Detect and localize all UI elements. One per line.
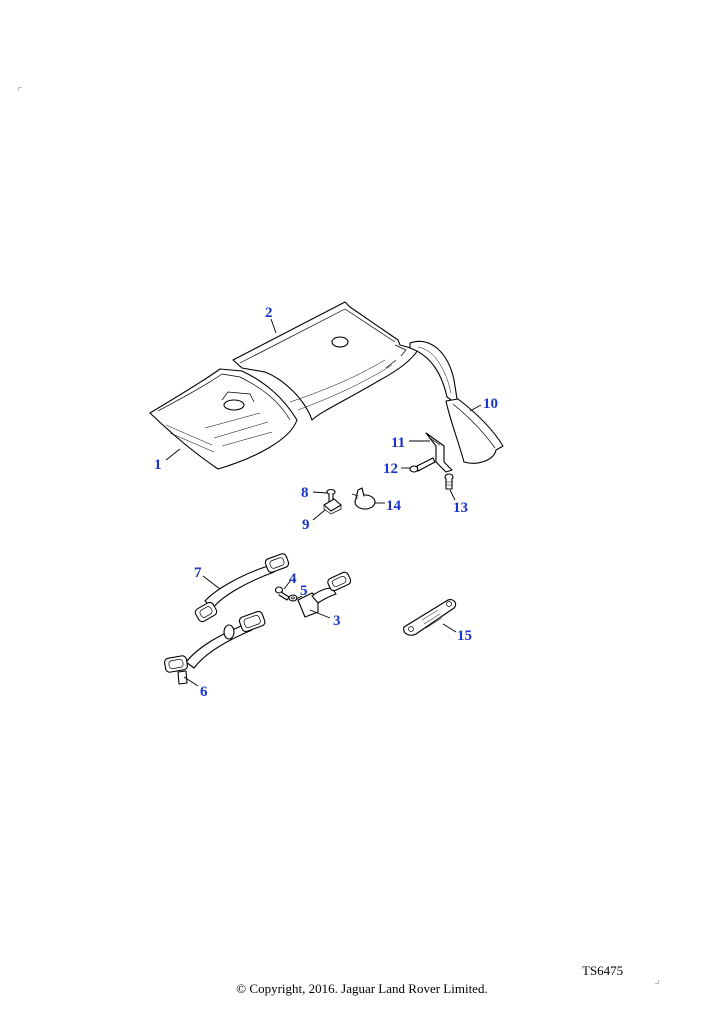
screw-4 [274, 586, 290, 601]
callout-5: 5 [300, 583, 308, 599]
crop-mark-bottom-right [655, 980, 659, 984]
diagram-reference: TS6475 [582, 963, 624, 978]
leader-7 [202, 575, 221, 590]
front-headlining-panel [149, 368, 298, 470]
leader-10 [469, 404, 482, 412]
callout-9: 9 [302, 517, 310, 533]
leader-lines [165, 318, 482, 687]
washer [288, 594, 298, 602]
crop-mark-top-left [18, 87, 22, 91]
bracket [425, 432, 453, 473]
leader-13 [449, 489, 456, 501]
leader-8 [312, 491, 328, 494]
callout-12: 12 [383, 461, 398, 477]
callout-10: 10 [483, 396, 498, 412]
grab-handle-6 [164, 610, 266, 685]
screw-12 [409, 457, 436, 473]
callout-1: 1 [154, 457, 162, 473]
callout-6: 6 [200, 684, 208, 700]
grab-handle-7 [194, 553, 290, 623]
leader-2 [270, 318, 277, 334]
clip-nut [323, 498, 342, 515]
callout-labels: 1 2 3 4 5 6 7 8 9 10 11 12 13 14 15 [154, 305, 498, 700]
push-clip [351, 487, 376, 510]
mounting-plate [403, 599, 457, 636]
leader-3 [309, 609, 331, 619]
callout-7: 7 [194, 565, 202, 581]
callout-2: 2 [265, 305, 273, 321]
leader-1 [165, 448, 181, 461]
screw-13 [444, 473, 454, 490]
callout-15: 15 [457, 628, 472, 644]
callout-8: 8 [301, 485, 309, 501]
callout-3: 3 [333, 613, 341, 629]
leader-4 [283, 579, 292, 590]
leader-5 [295, 595, 303, 600]
copyright-notice: © Copyright, 2016. Jaguar Land Rover Lim… [236, 981, 488, 996]
leader-15 [442, 623, 457, 633]
callout-14: 14 [386, 498, 402, 514]
callout-4: 4 [289, 571, 297, 587]
rear-headlining-panel [232, 301, 419, 421]
callout-13: 13 [453, 500, 468, 516]
leader-6 [183, 676, 199, 687]
callout-11: 11 [391, 435, 405, 451]
leader-9 [312, 509, 326, 521]
rear-trim-extension [409, 340, 504, 464]
